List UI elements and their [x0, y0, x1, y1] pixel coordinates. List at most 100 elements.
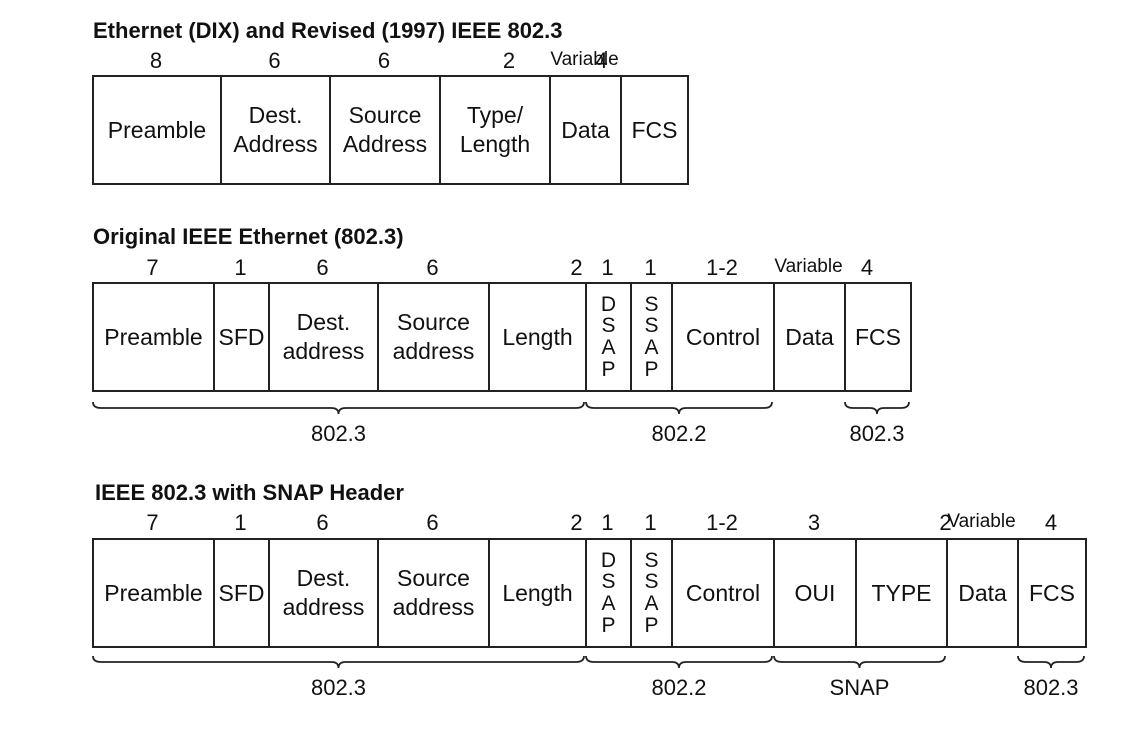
group-label-802-3: 802.3 [310, 675, 367, 700]
field-type: TYPE [857, 540, 948, 646]
field-data: Data [948, 540, 1019, 646]
field-label: S S A P [644, 292, 659, 381]
field-size-label: 6 [316, 510, 329, 535]
field-size-label: 4 [1044, 510, 1058, 535]
field-label: S S A P [644, 548, 659, 637]
diagram-title: Ethernet (DIX) and Revised (1997) IEEE 8… [93, 18, 563, 43]
field-label: D S A P [600, 292, 617, 381]
field-label: Preamble [104, 579, 203, 606]
group-brace-802-2 [585, 401, 773, 415]
group-label-802-3: 802.3 [310, 421, 367, 446]
field-label: FCS [1029, 579, 1075, 606]
field-dest-address: Dest. address [270, 284, 379, 390]
field-label: Preamble [107, 116, 207, 143]
field-size-label: 1 [234, 255, 247, 280]
field-size-label: 7 [146, 510, 159, 535]
field-size-label: 6 [316, 255, 329, 280]
field-label: Dest. Address [233, 102, 318, 157]
field-length: Length [490, 540, 587, 646]
diagram-title: IEEE 802.3 with SNAP Header [95, 480, 404, 505]
field-preamble: Preamble [94, 77, 222, 183]
field-s-s-a-p: S S A P [632, 284, 673, 390]
field-size-label: Variable [774, 256, 843, 277]
field-label: OUI [794, 579, 836, 606]
field-size-label: 3 [807, 510, 821, 535]
group-label-802-2: 802.2 [651, 421, 707, 446]
field-size-label: 4 [595, 48, 608, 73]
field-fcs: FCS [1019, 540, 1087, 646]
group-brace-802-3 [1017, 655, 1085, 669]
field-label: FCS [855, 323, 901, 350]
field-size-label: 1 [234, 510, 247, 535]
field-size-label: 6 [377, 48, 391, 73]
field-data: Data [775, 284, 846, 390]
field-size-label: 8 [149, 48, 163, 73]
field-sfd: SFD [215, 284, 270, 390]
field-data: Data [551, 77, 622, 183]
field-size-label: 2 [502, 48, 516, 73]
field-size-label: 6 [268, 48, 281, 73]
group-brace-snap [773, 655, 946, 669]
field-size-label: 2 [570, 510, 583, 535]
field-sfd: SFD [215, 540, 270, 646]
field-label: Data [958, 579, 1007, 606]
field-label: Dest. address [282, 565, 365, 620]
field-label: FCS [631, 116, 678, 143]
field-label: SFD [218, 323, 265, 350]
group-brace-802-3 [844, 401, 910, 415]
group-label-802-3: 802.3 [849, 421, 905, 446]
field-source-address: Source address [379, 284, 490, 390]
field-label: Control [685, 579, 761, 606]
group-label-802-3: 802.3 [1023, 675, 1079, 700]
field-size-label: 1 [601, 255, 614, 280]
field-preamble: Preamble [94, 540, 215, 646]
field-size-label: 2 [939, 510, 952, 535]
field-label: Length [502, 323, 573, 350]
field-label: Source address [392, 309, 475, 364]
frame-row: Preamble Dest. Address Source Address Type/… [92, 75, 689, 185]
field-size-label: 6 [426, 255, 439, 280]
group-brace-802-2 [585, 655, 773, 669]
field-size-label: 6 [426, 510, 439, 535]
field-size-label: 1-2 [706, 510, 738, 535]
field-size-label: Variable [550, 49, 619, 70]
field-source-address: Source address [379, 540, 490, 646]
group-label-snap: SNAP [829, 675, 890, 700]
field-label: Length [502, 579, 573, 606]
field-size-label: Variable [947, 511, 1016, 532]
field-label: Data [561, 116, 610, 143]
field-d-s-a-p: D S A P [587, 284, 632, 390]
field-label: TYPE [871, 579, 932, 606]
frame-row: Preamble SFD Dest. address Source address Le… [92, 538, 1087, 648]
field-control: Control [673, 540, 775, 646]
field-fcs: FCS [846, 284, 912, 390]
field-preamble: Preamble [94, 284, 215, 390]
field-source-address: Source Address [331, 77, 441, 183]
field-label: SFD [218, 579, 265, 606]
field-size-label: 1 [644, 510, 657, 535]
field-label: Type/ Length [459, 102, 531, 157]
field-type-length: Type/ Length [441, 77, 551, 183]
field-fcs: FCS [622, 77, 689, 183]
field-label: Data [785, 323, 834, 350]
field-dest-address: Dest. Address [222, 77, 331, 183]
field-control: Control [673, 284, 775, 390]
group-label-802-2: 802.2 [651, 675, 707, 700]
field-dest-address: Dest. address [270, 540, 379, 646]
field-label: Source Address [342, 102, 428, 157]
group-brace-802-3 [92, 655, 585, 669]
diagram-title: Original IEEE Ethernet (802.3) [93, 224, 404, 249]
field-size-label: 1-2 [706, 255, 738, 280]
field-oui: OUI [775, 540, 857, 646]
field-size-label: 1 [601, 510, 614, 535]
field-label: D S A P [600, 548, 617, 637]
field-size-label: 2 [570, 255, 583, 280]
field-length: Length [490, 284, 587, 390]
field-size-label: 4 [860, 255, 874, 280]
field-label: Control [685, 323, 761, 350]
group-brace-802-3 [92, 401, 585, 415]
field-d-s-a-p: D S A P [587, 540, 632, 646]
field-size-label: 1 [644, 255, 657, 280]
